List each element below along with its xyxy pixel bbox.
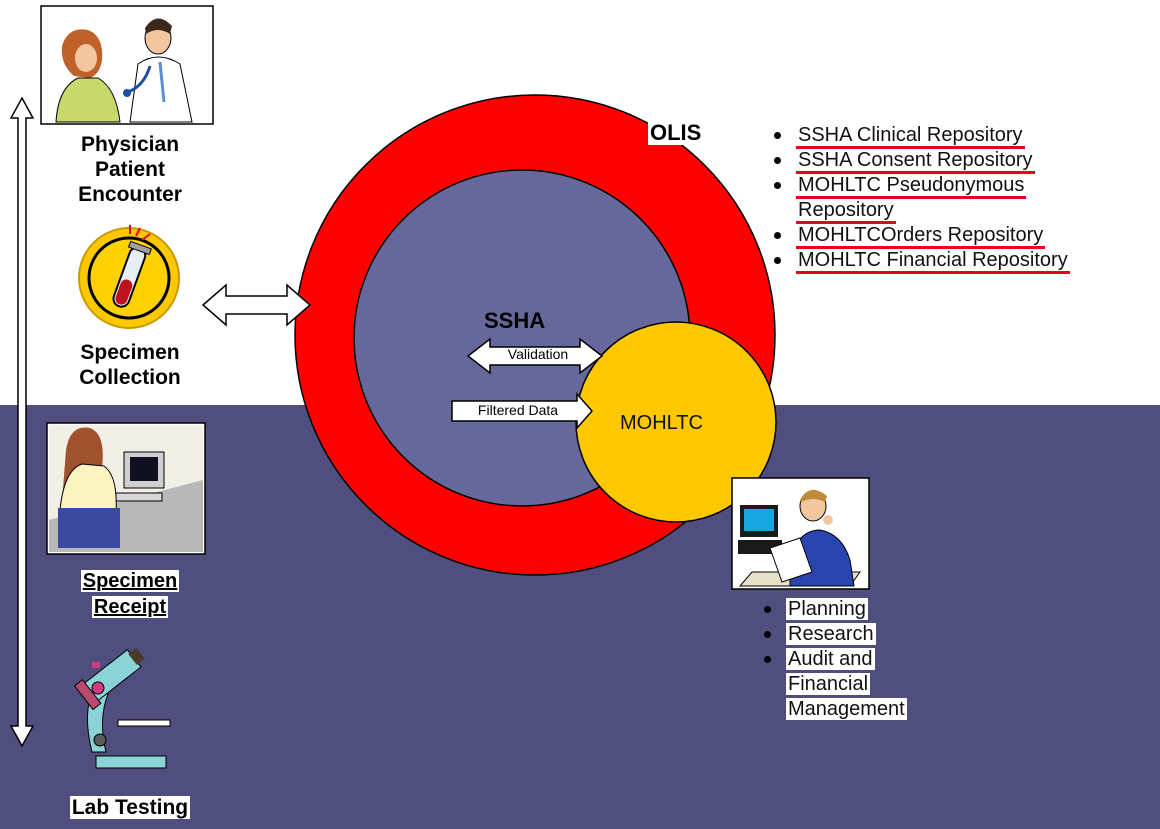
receptionist-computer-icon (46, 422, 206, 555)
mohltc-title: MOHLTC (620, 412, 703, 434)
collection-olis-double-arrow (201, 283, 312, 327)
olis-title: OLIS (648, 120, 704, 145)
list-item: Research (756, 622, 907, 647)
specimen-collection-label: Specimen Collection (77, 341, 183, 389)
filtered-data-label: Filtered Data (477, 402, 559, 418)
list-item-continuation: Management (786, 698, 907, 720)
mohltc-uses-list: Planning Research Audit and Financial Ma… (756, 597, 907, 722)
lab-testing-label: Lab Testing (69, 796, 191, 819)
mohltc-circle (575, 321, 777, 523)
microscope-icon (73, 647, 171, 769)
list-item: SSHA Clinical Repository (766, 123, 1070, 149)
list-item: MOHLTC Pseudonymous (766, 173, 1070, 199)
ssha-title: SSHA (484, 308, 546, 333)
physician-patient-icon (40, 5, 214, 125)
vertical-double-arrow (9, 96, 35, 748)
test-tube-icon (78, 225, 180, 329)
list-item: MOHLTCOrders Repository (766, 223, 1070, 249)
list-item: MOHLTC Financial Repository (766, 248, 1070, 274)
list-item-continuation: Financial (786, 673, 871, 695)
filtered-data-arrow (451, 392, 594, 430)
list-item-continuation: Repository (766, 198, 1070, 224)
physician-patient-encounter-label: Physician Patient Encounter (76, 133, 184, 206)
businessman-reading-icon (731, 477, 870, 590)
list-item: Audit and (756, 647, 907, 672)
list-item: Planning (756, 597, 907, 622)
list-item: SSHA Consent Repository (766, 148, 1070, 174)
olis-repository-list: SSHA Clinical Repository SSHA Consent Re… (766, 123, 1070, 274)
specimen-receipt-label: Specimen Receipt (80, 570, 180, 618)
validation-label: Validation (507, 346, 569, 362)
validation-double-arrow (466, 337, 604, 375)
